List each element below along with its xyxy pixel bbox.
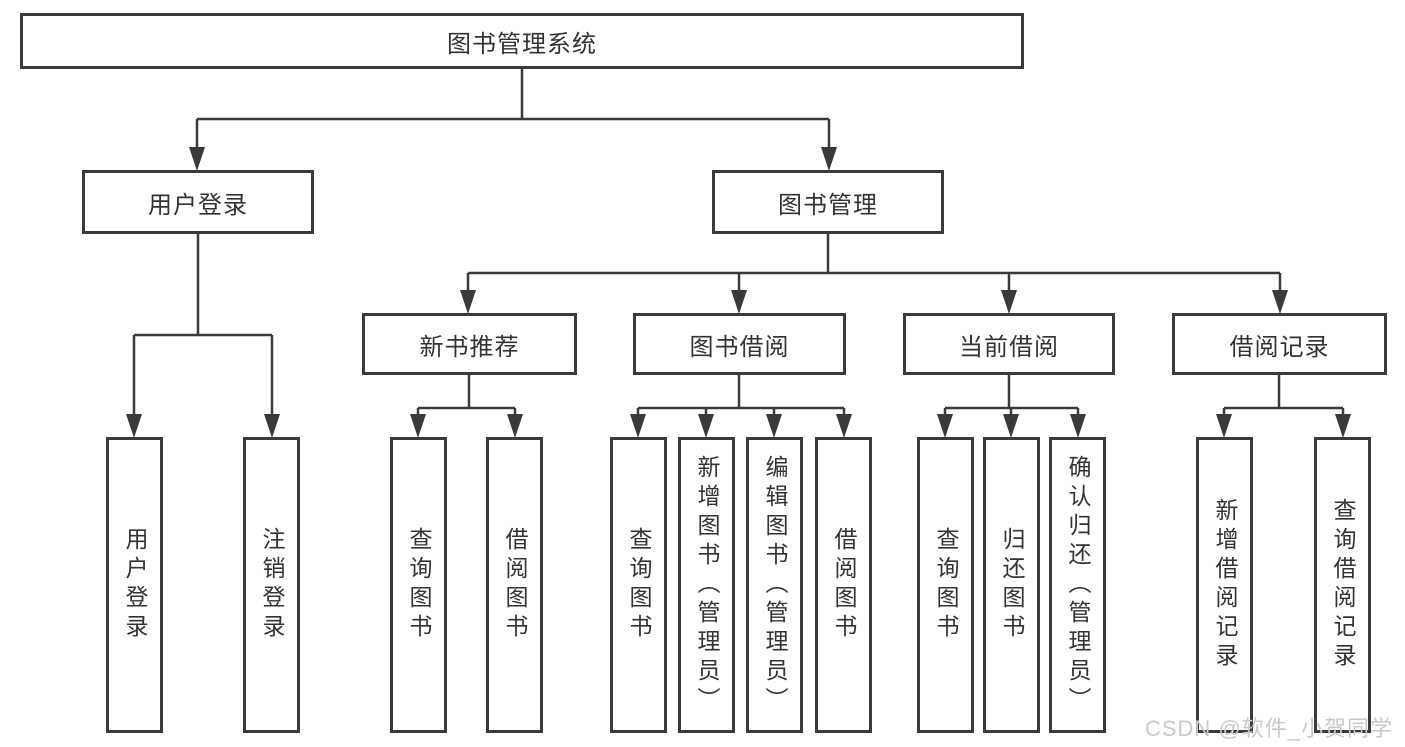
node-logout-leaf: 注销登录 <box>243 437 300 733</box>
connector-root-to-level2 <box>195 66 831 149</box>
node-return-books: 归还图书 <box>983 437 1040 733</box>
node-confirm-return-admin: 确认归还（管理员） <box>1049 437 1106 733</box>
node-user-login-leaf: 用户登录 <box>106 437 163 733</box>
connector-book-management-to-level3 <box>466 234 1282 292</box>
connector-book-borrowing-to-leaves <box>636 375 846 416</box>
node-book-management: 图书管理 <box>712 170 944 234</box>
connector-user-login-to-leaves <box>132 234 274 416</box>
node-query-borrow-record: 查询借阅记录 <box>1314 437 1371 733</box>
node-library-management-system: 图书管理系统 <box>20 13 1024 69</box>
node-add-books-admin: 新增图书（管理员） <box>678 437 735 733</box>
node-current-borrowing: 当前借阅 <box>903 313 1115 375</box>
node-borrow-books-recommendation: 借阅图书 <box>486 437 543 733</box>
node-user-login: 用户登录 <box>82 170 314 234</box>
connector-current-borrowing-to-leaves <box>943 375 1080 416</box>
node-query-books-current: 查询图书 <box>917 437 974 733</box>
node-new-book-recommendation: 新书推荐 <box>362 313 577 375</box>
connector-new-book-recommendation-to-leaves <box>416 375 517 416</box>
node-add-borrow-record: 新增借阅记录 <box>1196 437 1253 733</box>
csdn-watermark: CSDN @软件_小贺同学 <box>1144 716 1393 741</box>
node-query-books-recommendation: 查询图书 <box>390 437 447 733</box>
node-query-books-borrowing: 查询图书 <box>610 437 667 733</box>
node-borrowing-records: 借阅记录 <box>1172 313 1387 375</box>
node-book-borrowing: 图书借阅 <box>633 313 846 375</box>
connector-borrowing-records-to-leaves <box>1222 375 1345 416</box>
node-edit-books-admin: 编辑图书（管理员） <box>746 437 803 733</box>
node-borrow-books-borrowing: 借阅图书 <box>815 437 872 733</box>
